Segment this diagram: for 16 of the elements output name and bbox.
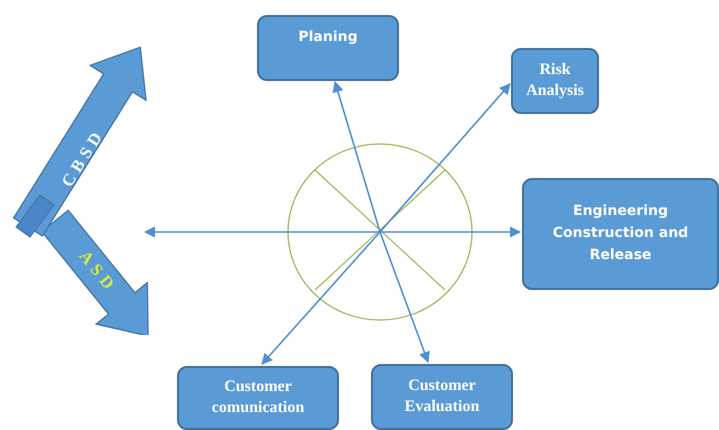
box-label: Planing (298, 28, 358, 47)
arrow (144, 226, 380, 238)
process-box (522, 178, 719, 290)
arrow (380, 226, 522, 238)
box-label: Engineering Construction and Release (552, 202, 690, 265)
arrow (261, 231, 381, 365)
process-box (257, 15, 399, 81)
process-box (511, 48, 599, 114)
process-box (177, 366, 339, 430)
arrow (332, 80, 381, 232)
arrow (379, 232, 430, 364)
process-box (371, 364, 513, 430)
box-label: Customer comunication (210, 377, 306, 418)
arrow (379, 83, 511, 233)
box-label: Customer Evaluation (404, 376, 480, 417)
box-label: Risk Analysis (525, 60, 585, 101)
